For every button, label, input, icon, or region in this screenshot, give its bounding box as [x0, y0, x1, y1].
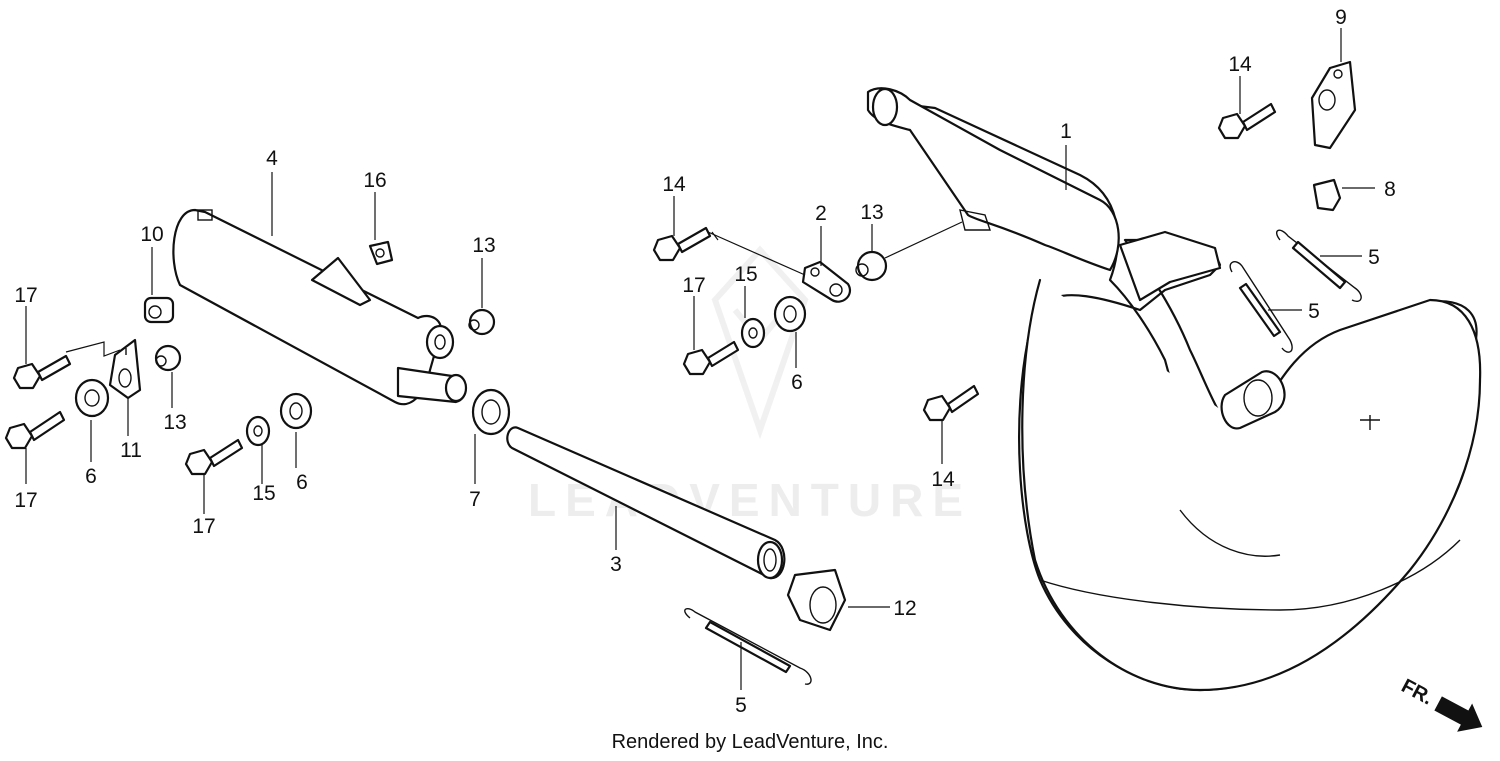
- nut[interactable]: [1312, 178, 1342, 212]
- spring-5b[interactable]: [1276, 229, 1362, 302]
- collar-13c[interactable]: [855, 250, 888, 282]
- callout-15a: 15: [252, 482, 275, 505]
- callout-2: 2: [815, 202, 827, 225]
- expansion-chamber[interactable]: [866, 87, 1482, 692]
- washer-b[interactable]: [740, 317, 766, 349]
- bolt-14a[interactable]: [652, 226, 712, 262]
- callout-17b: 17: [14, 489, 37, 512]
- callout-14a: 14: [662, 173, 686, 196]
- callout-6a: 6: [85, 465, 97, 488]
- washer-a[interactable]: [245, 415, 271, 447]
- direction-label: FR.: [1398, 675, 1437, 710]
- bolt-14b[interactable]: [1217, 102, 1277, 140]
- callout-11: 11: [120, 439, 142, 462]
- callout-5b: 5: [1368, 246, 1380, 269]
- callout-5c: 5: [1308, 300, 1320, 323]
- callout-17c: 17: [192, 515, 215, 538]
- bolt-17b[interactable]: [4, 410, 66, 450]
- callout-15b: 15: [734, 263, 757, 286]
- gasket[interactable]: [471, 388, 511, 436]
- bolt-14c[interactable]: [922, 384, 980, 422]
- spring-5a[interactable]: [684, 608, 812, 685]
- muffler[interactable]: [172, 208, 468, 406]
- callout-14b: 14: [1228, 53, 1252, 76]
- callout-12: 12: [893, 597, 916, 620]
- callout-9: 9: [1335, 6, 1347, 29]
- tail-pipe[interactable]: [506, 426, 786, 580]
- rubber-mount-a[interactable]: [74, 378, 110, 418]
- bracket[interactable]: [801, 260, 851, 303]
- rubber-mount-c[interactable]: [773, 295, 807, 333]
- callout-5a: 5: [735, 694, 747, 717]
- callout-13c: 13: [860, 201, 883, 224]
- collar-13a[interactable]: [468, 308, 496, 336]
- callout-4: 4: [266, 147, 278, 170]
- bolt-17c[interactable]: [184, 438, 244, 476]
- callout-13a: 13: [472, 234, 495, 257]
- callout-17a: 17: [14, 284, 37, 307]
- callout-1: 1: [1060, 120, 1072, 143]
- collar-nut[interactable]: [143, 296, 175, 324]
- callout-10: 10: [140, 223, 163, 246]
- footer-credit: Rendered by LeadVenture, Inc.: [611, 731, 889, 753]
- callout-8: 8: [1384, 178, 1396, 201]
- leader-lines: [25, 28, 1375, 690]
- rubber-mount-b[interactable]: [279, 392, 313, 430]
- stay[interactable]: [1310, 60, 1357, 150]
- callout-7: 7: [469, 488, 481, 511]
- callout-16: 16: [363, 169, 386, 192]
- callout-labels: 1 2 3 4 5 5 5 6 6 6 7 8 9 10 11 12 13 13…: [14, 6, 1396, 717]
- collar-13b[interactable]: [154, 344, 182, 372]
- bolt-17a[interactable]: [12, 354, 72, 390]
- collar[interactable]: [786, 568, 847, 632]
- callout-13b: 13: [163, 411, 186, 434]
- flange-nut[interactable]: [368, 240, 394, 266]
- callout-3: 3: [610, 553, 622, 576]
- callout-6b: 6: [296, 471, 308, 494]
- callout-14c: 14: [931, 468, 955, 491]
- spring-5c[interactable]: [1229, 261, 1293, 353]
- callout-6c: 6: [791, 371, 803, 394]
- plate[interactable]: [108, 338, 142, 400]
- bolt-17d[interactable]: [682, 340, 740, 376]
- callout-17d: 17: [682, 274, 705, 297]
